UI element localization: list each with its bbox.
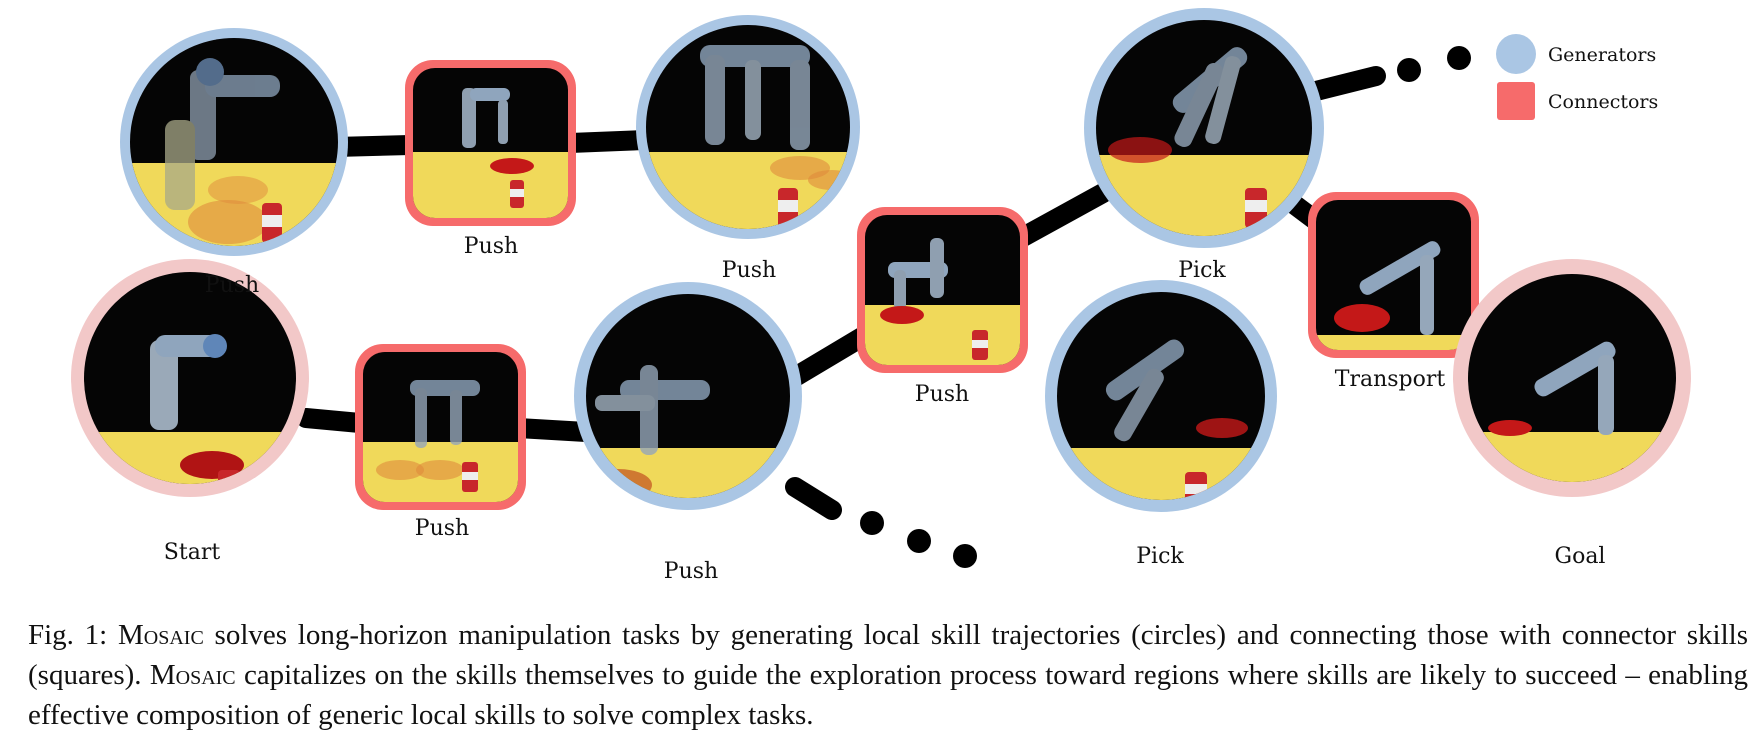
scene-photo — [363, 352, 518, 502]
dot — [1397, 58, 1421, 82]
legend-generator-swatch — [1496, 34, 1536, 74]
scene-photo — [1468, 274, 1676, 482]
legend: Generators Connectors — [1496, 34, 1658, 120]
caption-part2: capitalizes on the skills themselves to … — [28, 659, 1748, 731]
node-label: Start — [164, 540, 221, 565]
legend-connector-swatch — [1497, 82, 1535, 120]
node-connector-n2 — [405, 60, 576, 226]
node-generator-n3 — [636, 15, 860, 239]
dot — [860, 511, 884, 535]
caption-part1: solves long-horizon manipulation tasks b… — [28, 619, 1749, 691]
skill-path — [296, 66, 1492, 520]
node-connector-n4 — [857, 207, 1028, 373]
figure-caption: Fig. 1: Mosaic solves long-horizon manip… — [28, 615, 1748, 735]
node-goal-n11 — [1453, 259, 1691, 497]
scene-photo — [1316, 200, 1471, 350]
node-generator-n1 — [120, 28, 348, 256]
scene-photo — [865, 215, 1020, 365]
dot — [1447, 46, 1471, 70]
caption-fig-label: Fig. 1: — [28, 619, 108, 651]
node-generator-n10 — [1045, 280, 1277, 512]
scene-photo — [413, 68, 568, 218]
legend-generators-label: Generators — [1548, 44, 1656, 66]
dot — [907, 529, 931, 553]
node-label: Push — [415, 516, 469, 541]
node-connector-n6 — [1308, 192, 1479, 358]
caption-method-name-2: Mosaic — [149, 659, 236, 691]
node-label: Pick — [1136, 544, 1184, 569]
caption-method-name: Mosaic — [118, 619, 204, 651]
continuation-dots — [860, 46, 1471, 568]
node-generator-n5 — [1084, 8, 1324, 248]
scene-photo — [130, 38, 338, 246]
node-connector-n8 — [355, 344, 526, 510]
node-label: Push — [664, 559, 718, 584]
node-label: Pick — [1178, 258, 1226, 283]
node-label: Goal — [1555, 544, 1606, 569]
node-label: Push — [722, 258, 776, 283]
node-label: Push — [205, 273, 259, 298]
node-label: Push — [464, 234, 518, 259]
node-label: Transport — [1335, 367, 1446, 392]
node-start-n7 — [71, 259, 309, 497]
node-generator-n9 — [574, 282, 802, 510]
node-label: Push — [915, 382, 969, 407]
legend-connectors-label: Connectors — [1548, 91, 1658, 113]
dot — [953, 544, 977, 568]
